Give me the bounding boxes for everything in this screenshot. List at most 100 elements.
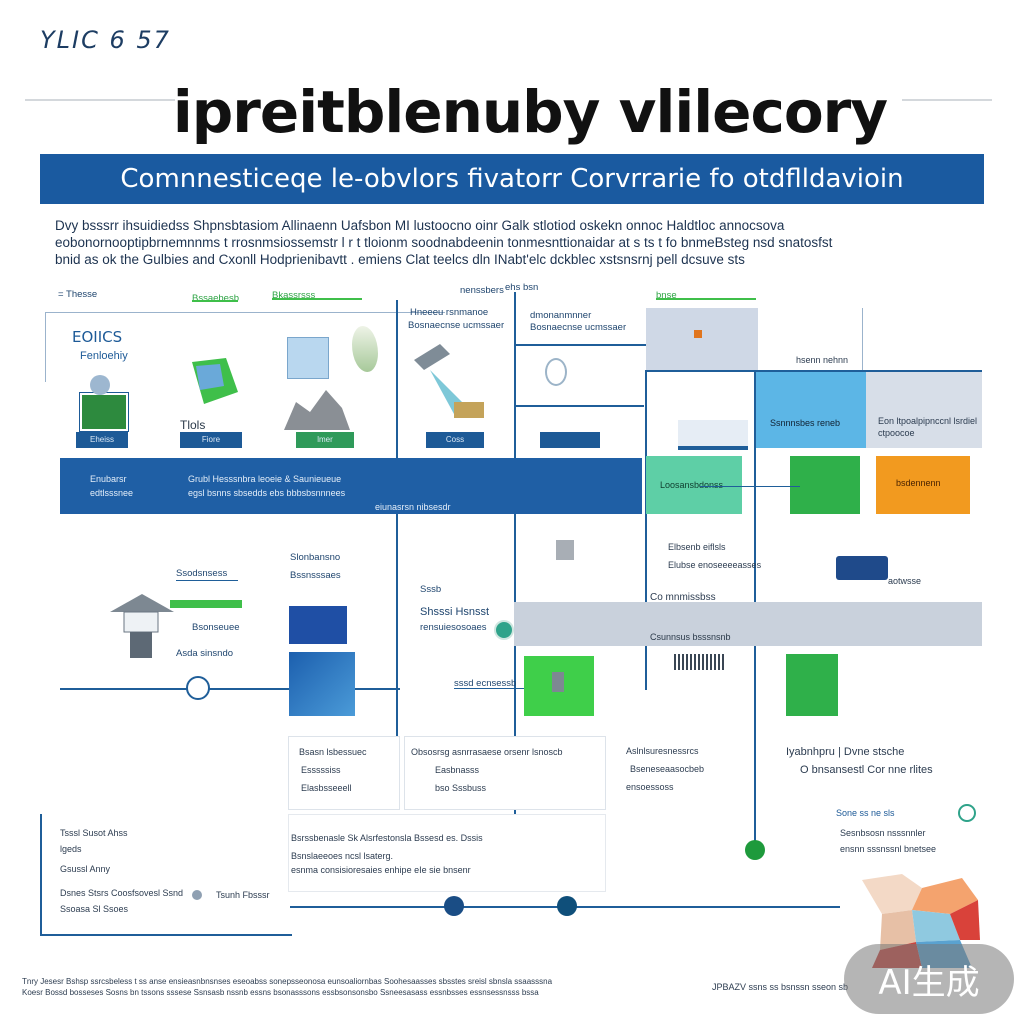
subtitle-banner: Comnnesticeqe le-obvlors fivatorr Corvrr… xyxy=(40,154,984,204)
column-label: Bosnaecnse ucmssaer xyxy=(408,320,505,331)
gray-block xyxy=(646,308,758,370)
gray-block xyxy=(866,372,982,448)
green-underline xyxy=(192,300,238,302)
info-box-line: Elasbsseeell xyxy=(301,783,352,793)
summary-line: lgeds xyxy=(60,844,82,854)
description-line: esnma consisioresaies enhipe eIe sie bns… xyxy=(291,865,471,875)
teal-block xyxy=(646,456,742,514)
footer-line: Tnry Jesesr Bshsp ssrcsbeless t ss anse … xyxy=(22,977,553,986)
footer-text: Tnry Jesesr Bshsp ssrcsbeless t ss anse … xyxy=(22,976,682,998)
building-illustration xyxy=(678,420,748,450)
right-label: Sone ss ne sls xyxy=(836,808,895,818)
connector-line xyxy=(514,405,644,407)
grid-label: Ssnnnsbes reneb xyxy=(770,418,841,428)
summary-box xyxy=(40,814,292,936)
tag-label: Eheiss xyxy=(76,432,128,448)
band-text: egsl bsnns sbsedds ebs bbbsbsnnnees xyxy=(188,488,346,498)
mid-label: Asda sinsndo xyxy=(176,648,234,659)
connector-line xyxy=(514,344,714,346)
band-text: edtlsssnee xyxy=(90,488,134,498)
mid-label: Slonbansno xyxy=(290,552,341,563)
info-box-line: O bnsansestl Cor nne rlites xyxy=(800,764,933,776)
grid-label: Elubse enoseeeeasses xyxy=(668,560,762,570)
right-label: ensnn sssnssnl bnetsee xyxy=(840,844,937,854)
screen-illustration xyxy=(287,337,329,379)
grid-label: Loosansbdonss xyxy=(660,480,724,490)
description-box: Bsrssbenasle Sk Alsrfestonsla Bssesd es.… xyxy=(288,814,606,892)
mid-label: Bssnsssaes xyxy=(290,570,341,581)
column-label: Hneeeu rsnmanoe xyxy=(410,307,489,318)
info-box: Obsosrsg asnrrasaese orsenr lsnoscb Easb… xyxy=(404,736,606,810)
info-box-line: bso Sssbuss xyxy=(435,783,487,793)
green-underline xyxy=(656,298,756,300)
info-box-line: Aslnlsuresnessrcs xyxy=(626,746,699,756)
grid-label: aotwsse xyxy=(888,576,922,586)
frame-line xyxy=(45,312,445,313)
footer-line: Koesr Bossd bosseses Sosns bn tssons sss… xyxy=(22,988,539,997)
orange-block xyxy=(876,456,970,514)
summary-line: Tsssl Susot Ahss xyxy=(60,828,128,838)
panel-label: Tlols xyxy=(180,418,206,432)
mid-label: Shsssi Hsnsst xyxy=(420,606,490,618)
tower-icon xyxy=(556,540,574,560)
banner-text: Comnnesticeqe le-obvlors fivatorr Corvrr… xyxy=(120,164,904,194)
info-box: Aslnlsuresnessrcs Bseneseaasocbeb ensoes… xyxy=(612,736,752,808)
summary-line: Dsnes Stsrs Coosfsovesl Ssnd xyxy=(60,888,184,898)
flow-node xyxy=(958,804,976,822)
grid-label: bsdennenn xyxy=(896,478,941,488)
flow-node xyxy=(745,840,765,860)
connector-line xyxy=(700,486,800,487)
dot-icon xyxy=(192,890,202,900)
column-label: dmonanmnner xyxy=(530,310,592,321)
barcode-icon xyxy=(674,654,726,670)
top-label: = Thesse xyxy=(58,289,98,300)
grid-label: Co mnmissbss xyxy=(650,592,716,603)
cyan-block xyxy=(756,372,866,448)
tag-label: Coss xyxy=(426,432,484,448)
grid-label: Elbsenb eiflsls xyxy=(668,542,726,552)
top-label: bnse xyxy=(656,290,677,301)
info-box-line: Bseneseaasocbeb xyxy=(630,764,705,774)
info-box-line: Iyabnhpru | Dvne stsche xyxy=(786,746,905,758)
tag-label: lmer xyxy=(296,432,354,448)
shelter-illustration xyxy=(110,594,174,658)
gray-band xyxy=(514,602,982,646)
info-box: Bsasn lsbessuec Esssssiss Elasbsseeell xyxy=(288,736,400,810)
band-text: Grubl Hesssnbra leoeie & Saunieueue xyxy=(188,474,342,484)
blue-building-block xyxy=(289,652,355,716)
info-box-line: Bsasn lsbessuec xyxy=(299,747,367,757)
mid-label: Bsonseuee xyxy=(192,622,240,633)
info-box-line: Obsosrsg asnrrasaese orsenr lsnoscb xyxy=(411,747,563,757)
divider-right xyxy=(902,99,992,101)
summary-line: Tsunh Fbsssr xyxy=(216,890,270,900)
column-label: Bosnaecnse ucmssaer xyxy=(530,322,627,333)
description-line: Bsrssbenasle Sk Alsrfestonsla Bssesd es.… xyxy=(291,833,483,843)
top-label: ehs bsn xyxy=(505,282,539,293)
connector-line xyxy=(514,292,516,892)
summary-line: Gsussl Anny xyxy=(60,864,111,874)
info-box-line: ensoessoss xyxy=(626,782,674,792)
figure-illustration xyxy=(90,375,110,395)
green-block xyxy=(790,456,860,514)
green-block xyxy=(786,654,838,716)
top-label: Bkassrsss xyxy=(272,290,316,301)
tag-label: Fiore xyxy=(180,432,242,448)
divider-left xyxy=(25,99,175,101)
right-label: Sesnbsosn nsssnnler xyxy=(840,828,926,838)
blue-square xyxy=(289,606,347,644)
plant-illustration xyxy=(352,326,378,372)
grid-label: hsenn nehnn xyxy=(796,355,849,365)
connector-line xyxy=(645,370,647,690)
connector-line xyxy=(60,688,400,690)
device-icon xyxy=(552,672,564,692)
top-label: Bssaebesb xyxy=(192,293,240,304)
tag-bar xyxy=(540,432,600,448)
top-label: nenssbers xyxy=(460,285,504,296)
mid-label: rensuiesosoaes xyxy=(420,622,487,633)
description-line: Bsnslaeeoes ncsl lsaterg. xyxy=(291,851,394,861)
vehicles-illustration xyxy=(836,556,888,580)
watermark-text: AI生成 xyxy=(878,962,980,1003)
panel-heading: EOIICS xyxy=(72,328,123,346)
flow-node xyxy=(494,620,514,640)
info-box-line: Easbnasss xyxy=(435,765,480,775)
